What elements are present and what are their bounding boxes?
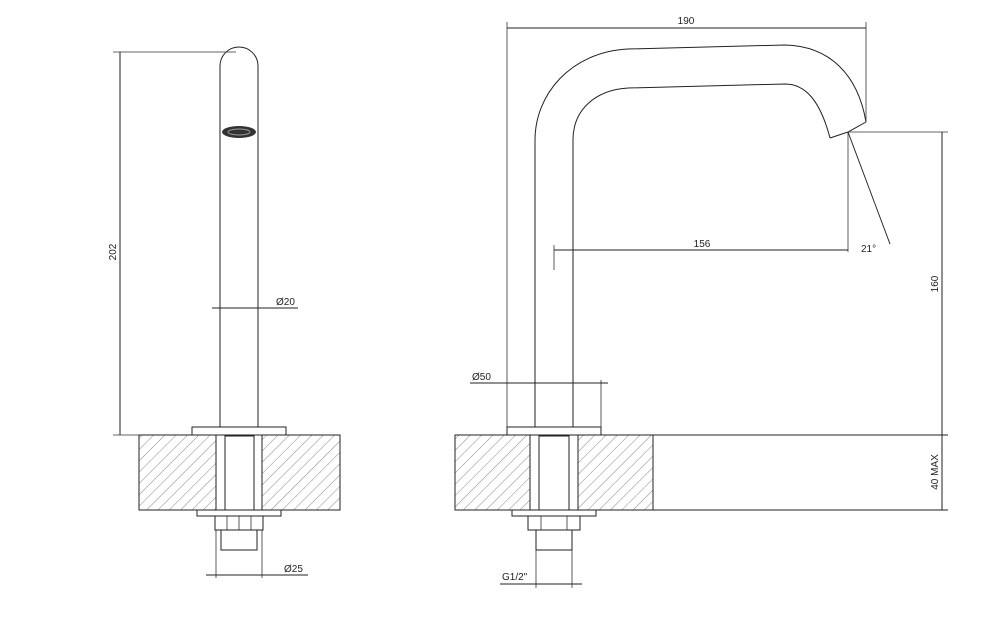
front-thread bbox=[220, 529, 258, 551]
side-washer bbox=[511, 509, 597, 517]
front-view: 202 Ø20 Ø25 bbox=[108, 46, 341, 578]
spout-outer bbox=[534, 44, 867, 427]
dim-spout-angle: 21° bbox=[861, 244, 876, 255]
dim-base-diameter: Ø50 bbox=[472, 372, 491, 383]
front-stem bbox=[219, 46, 259, 427]
aerator-icon bbox=[222, 126, 256, 138]
front-base-flange bbox=[191, 426, 287, 436]
front-shank bbox=[224, 435, 255, 511]
front-washer bbox=[196, 509, 282, 517]
dim-deck-thickness: 40 MAX bbox=[930, 454, 941, 490]
side-base-flange bbox=[506, 426, 602, 436]
side-shank bbox=[538, 435, 570, 511]
side-nut bbox=[527, 515, 581, 531]
dim-shank-diameter: Ø25 bbox=[284, 564, 303, 575]
side-thread bbox=[535, 529, 573, 551]
side-view: 190 160 40 MAX 156 21° Ø50 G1/2" bbox=[454, 16, 948, 588]
dim-reach: 156 bbox=[694, 239, 711, 250]
dim-thread: G1/2" bbox=[502, 572, 528, 583]
dim-width-total: 190 bbox=[678, 16, 695, 27]
dim-height-total: 202 bbox=[108, 243, 119, 260]
dim-stem-diameter: Ø20 bbox=[276, 297, 295, 308]
dim-spout-height: 160 bbox=[930, 275, 941, 292]
spout-inner bbox=[572, 83, 831, 427]
